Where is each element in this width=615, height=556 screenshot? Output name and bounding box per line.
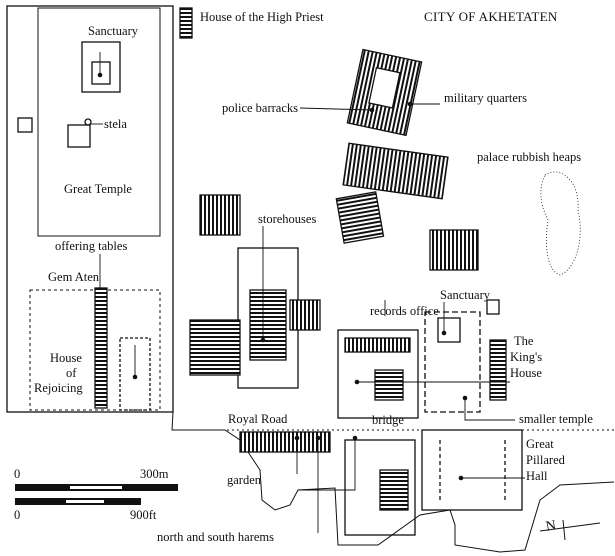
label-rejoicing-3: Rejoicing: [34, 381, 83, 395]
great-temple-enclosure: [6, 5, 174, 413]
harem-south: [344, 439, 416, 536]
label-smaller-temple: smaller temple: [519, 412, 593, 426]
small-shrine: [486, 299, 500, 315]
label-bridge: bridge: [372, 413, 404, 427]
pylon: [17, 117, 33, 133]
label-kings-house-1: The: [514, 334, 534, 348]
label-kings-house-3: House: [510, 366, 542, 380]
small-sanctuary-enclosure: [424, 311, 481, 413]
scale-metric-start: 0: [14, 467, 21, 481]
scale-imperial-start: 0: [14, 508, 21, 522]
military-quarters: [342, 142, 449, 200]
label-pillared-hall-3: Hall: [526, 469, 548, 483]
label-great-temple: Great Temple: [64, 182, 132, 196]
label-pillared-hall-1: Great: [526, 437, 554, 451]
label-sanctuary-temple: Sanctuary: [88, 24, 138, 38]
kings-house-building: [337, 329, 419, 419]
label-rejoicing-1: House: [50, 351, 82, 365]
police-barracks: [346, 48, 423, 137]
label-harems: north and south harems: [157, 530, 274, 544]
label-offering-tables: offering tables: [55, 239, 128, 253]
label-records-office: records office: [370, 304, 439, 318]
gem-aten-court: [29, 289, 161, 411]
label-storehouses: storehouses: [258, 212, 317, 226]
north-arrow-label: N: [544, 518, 558, 535]
label-police-barracks: police barracks: [222, 101, 299, 115]
label-garden: garden: [227, 473, 262, 487]
storehouse-block: [199, 194, 241, 236]
north-arrow-icon: [539, 519, 601, 541]
label-stela: stela: [104, 117, 127, 131]
label-rubbish-heaps: palace rubbish heaps: [477, 150, 582, 164]
rubbish-heaps: [540, 171, 581, 276]
label-high-priest: House of the High Priest: [200, 10, 324, 24]
label-pillared-hall-2: Pillared: [526, 453, 565, 467]
label-gem-aten: Gem Aten: [48, 270, 100, 284]
sanctuary-building: [81, 41, 121, 93]
label-sanctuary-small: Sanctuary: [440, 288, 490, 302]
label-royal-road: Royal Road: [228, 412, 288, 426]
great-pillared-hall: [421, 429, 523, 511]
scale-metric-end: 300m: [140, 467, 169, 481]
harem-buildings: [239, 431, 331, 453]
blocks-east: [429, 229, 479, 271]
label-military-quarters: military quarters: [444, 91, 527, 105]
label-kings-house-2: King's: [510, 350, 543, 364]
scale-imperial-end: 900ft: [130, 508, 157, 522]
temple-inner-wall: [37, 7, 161, 237]
map-title: CITY OF AKHETATEN: [424, 9, 558, 24]
stela-building: [67, 124, 91, 148]
gem-aten-building: [94, 287, 108, 409]
label-rejoicing-2: of: [66, 366, 77, 380]
high-priest-house: [179, 7, 193, 39]
scale-bar: [15, 484, 178, 505]
